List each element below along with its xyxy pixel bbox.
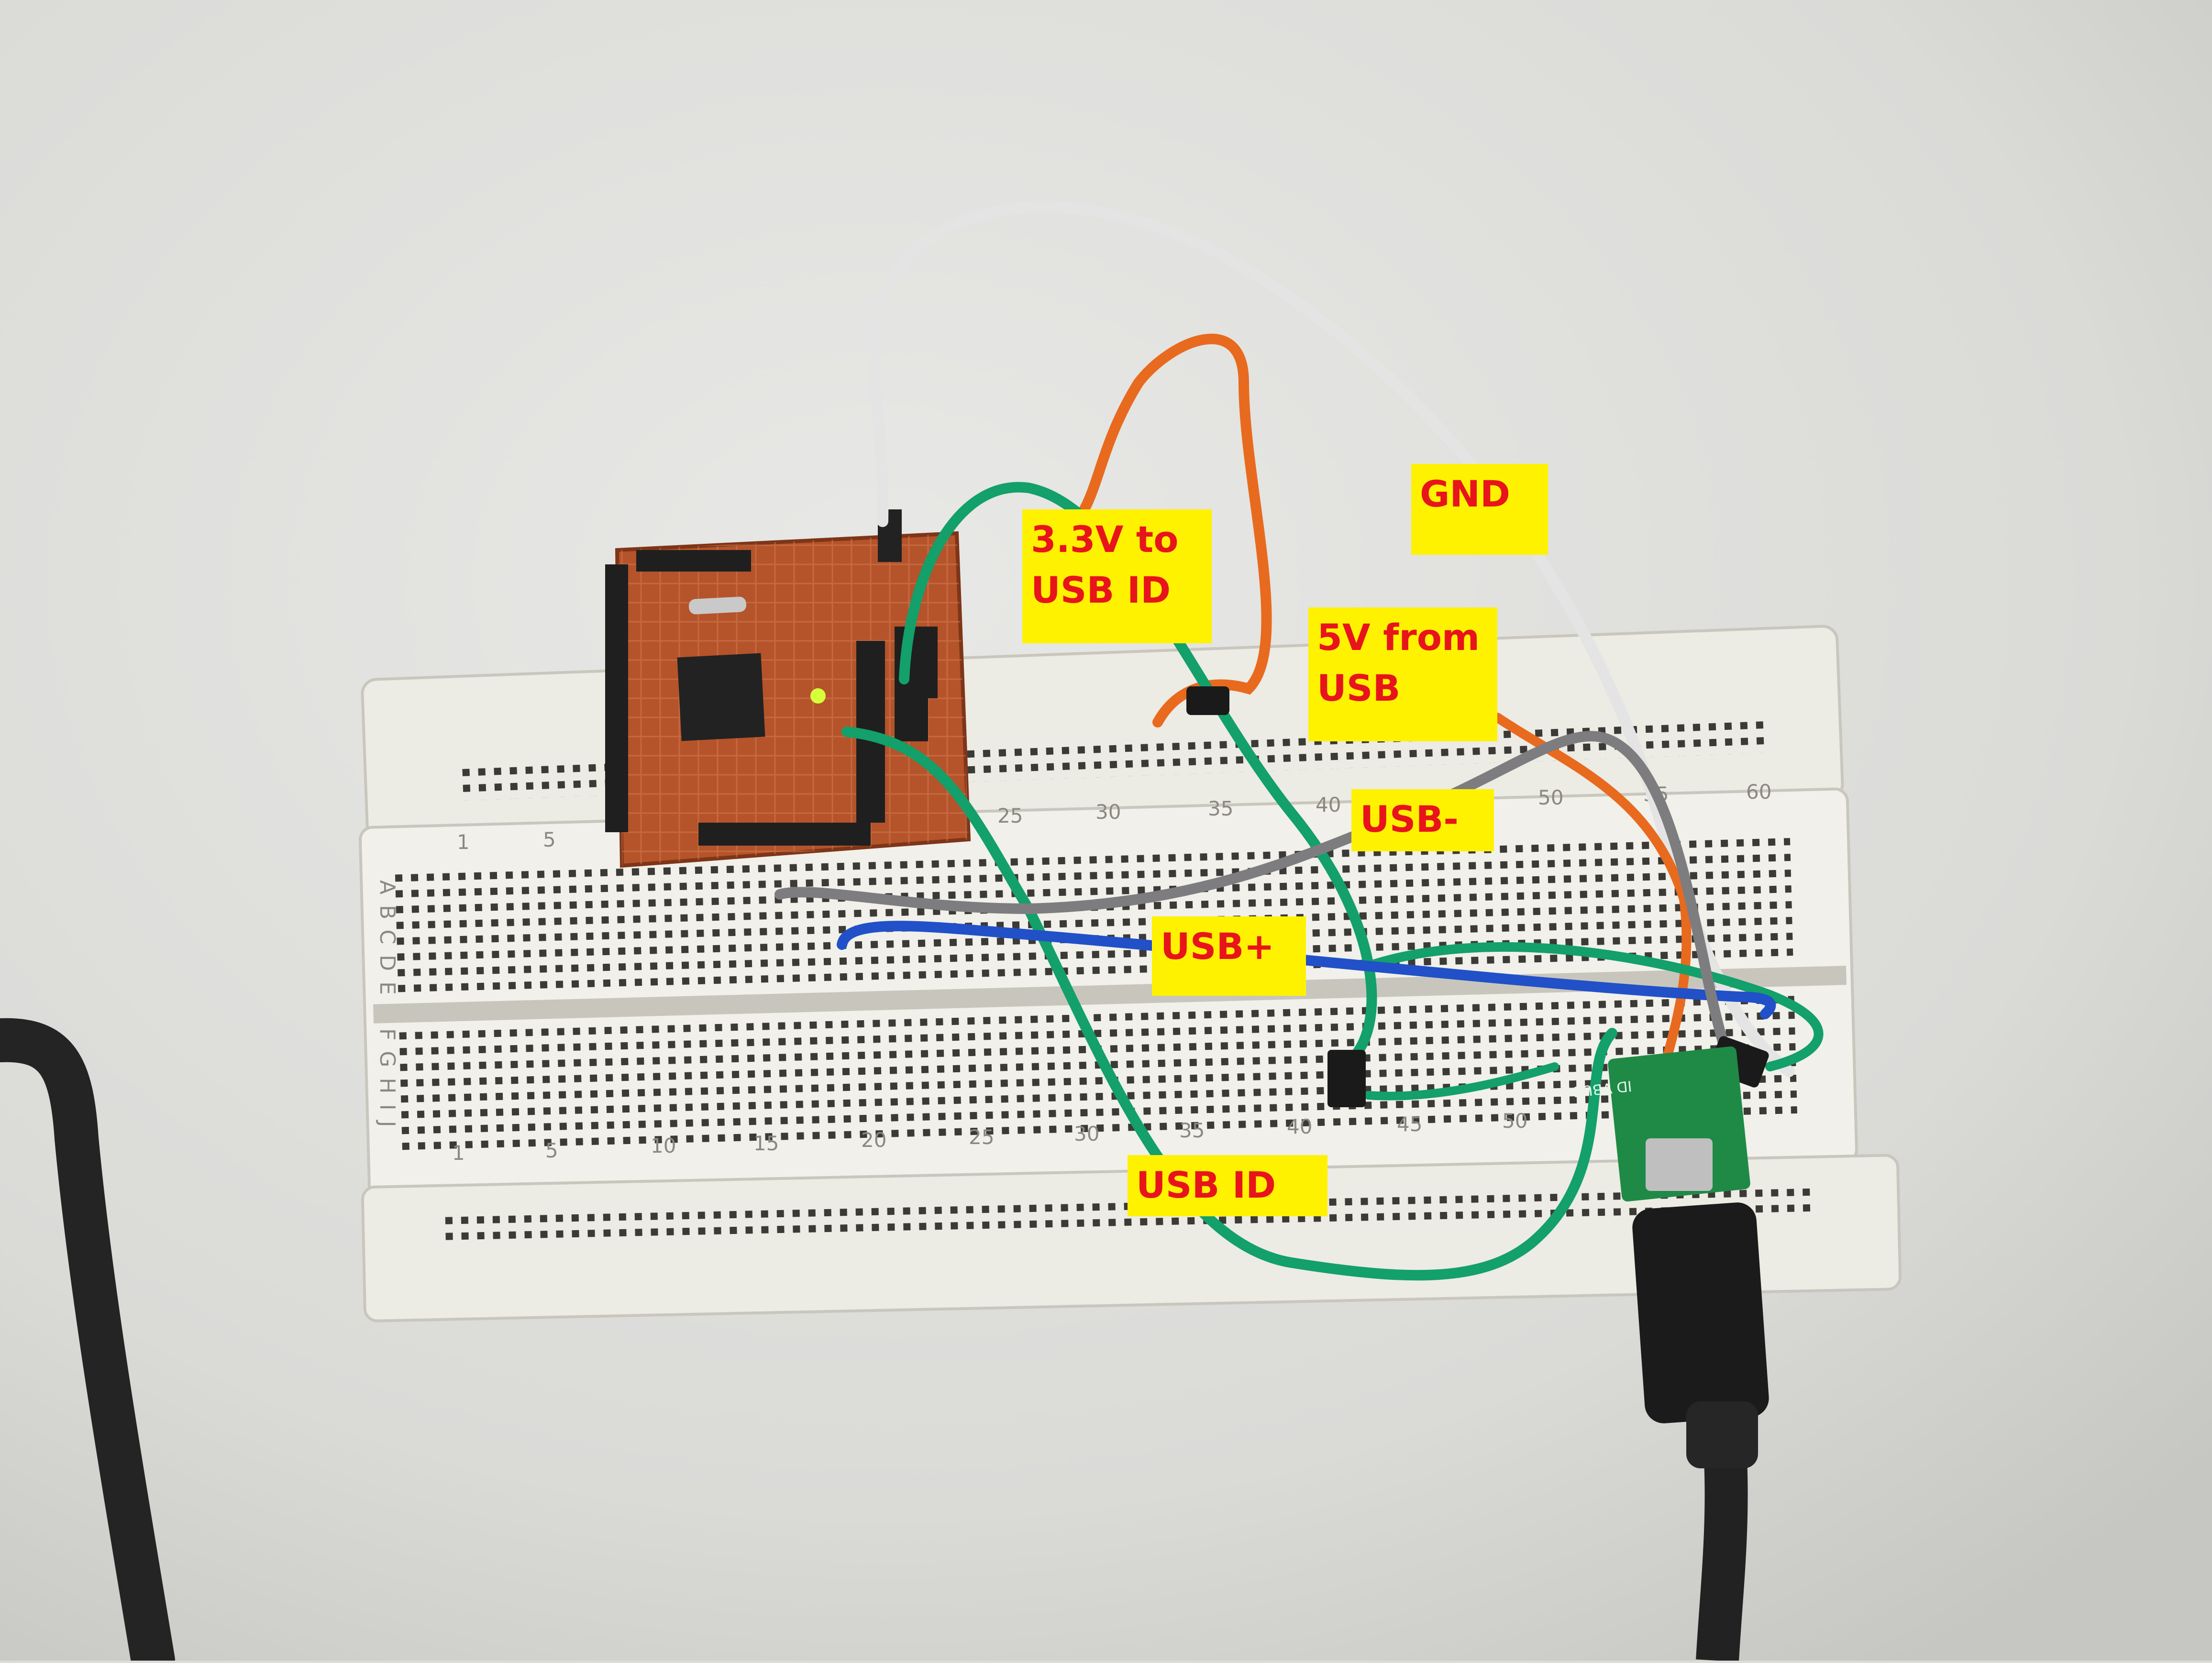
label-usb-plus: USB+ xyxy=(1152,916,1306,996)
col-num: 40 xyxy=(1316,793,1341,816)
col-num: 1 xyxy=(457,830,470,854)
label-3v3-to-usb-id: 3.3V to USB ID xyxy=(1022,509,1212,643)
col-num: 25 xyxy=(997,804,1023,827)
label-5v-from-usb: 5V from USB xyxy=(1308,607,1497,741)
col-num: 25 xyxy=(969,1125,994,1149)
usb-breakout-board: ID VBUS xyxy=(1572,1046,1750,1202)
row-letters-bottom: FGHIJ xyxy=(375,1028,399,1137)
column-numbers-bottom: 1 5 10 15 20 25 30 35 40 45 50 xyxy=(452,1109,1527,1165)
orange-wire-5v xyxy=(1052,333,1272,727)
usb-plug-body xyxy=(1632,1202,1769,1423)
col-num: 20 xyxy=(861,1128,886,1152)
gray-wire-usb-minus xyxy=(774,731,1737,1077)
col-num: 1 xyxy=(452,1141,465,1165)
col-num: 10 xyxy=(651,1134,676,1157)
col-num: 15 xyxy=(753,1132,779,1155)
black-usb-cable-left xyxy=(0,1018,175,1663)
col-num: 35 xyxy=(1208,797,1233,820)
orange-wire-to-usb xyxy=(1493,713,1692,1071)
green-wire-lower xyxy=(841,727,1617,1281)
col-num: 50 xyxy=(1502,1109,1527,1133)
mcu-chip xyxy=(677,653,765,741)
col-num: 5 xyxy=(545,1139,558,1162)
col-num: 30 xyxy=(1074,1122,1099,1145)
crystal xyxy=(688,596,747,615)
bottom-terminal-strip xyxy=(398,996,1798,1152)
jumper-wires xyxy=(774,201,1824,1281)
green-wire-short xyxy=(1364,1062,1559,1101)
microcontroller-pcb xyxy=(605,509,971,868)
col-num: 5 xyxy=(543,828,556,851)
col-num: 50 xyxy=(1538,786,1563,809)
status-led xyxy=(810,688,826,704)
green-wire-right xyxy=(1363,942,1824,1071)
col-num: 40 xyxy=(1287,1115,1312,1138)
col-num: 30 xyxy=(1095,800,1121,824)
col-num: 35 xyxy=(1179,1119,1205,1142)
label-usb-id: USB ID xyxy=(1128,1155,1327,1216)
top-terminal-strip xyxy=(393,831,1793,997)
blue-wire-usb-plus xyxy=(837,921,1776,1019)
micro-usb-socket xyxy=(1646,1138,1713,1191)
row-letters-top: ABCDE xyxy=(375,880,399,1005)
usb-plug-strain-relief xyxy=(1686,1401,1758,1468)
label-gnd: GND xyxy=(1411,464,1548,555)
col-num: 60 xyxy=(1746,780,1771,804)
label-usb-minus: USB- xyxy=(1351,789,1494,851)
col-num: 45 xyxy=(1397,1112,1422,1136)
